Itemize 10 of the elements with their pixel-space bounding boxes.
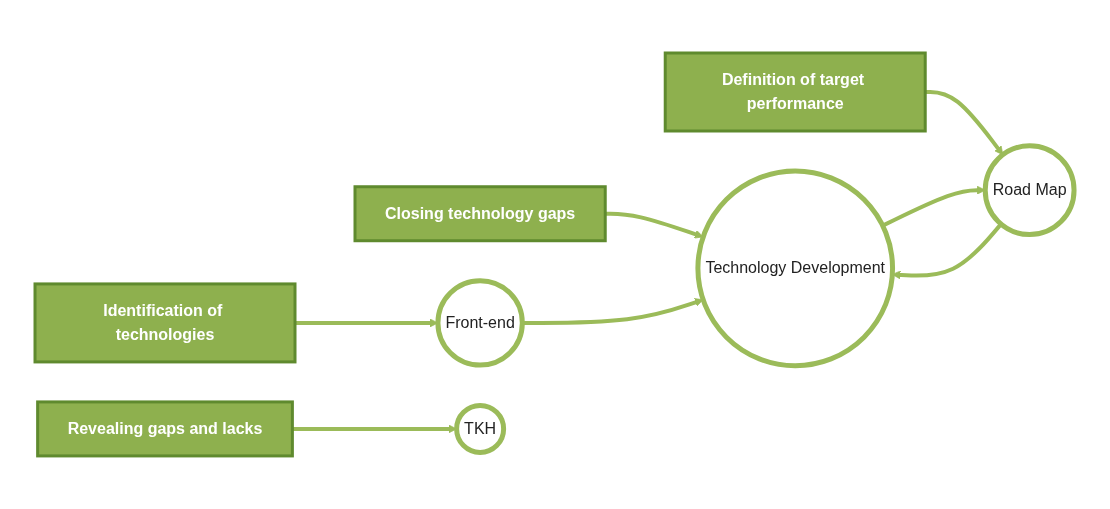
arrow (605, 211, 704, 239)
node-circle: TKH (454, 402, 507, 455)
node-circle: Technology Development (695, 168, 896, 369)
node-box: Closing technology gaps (353, 185, 608, 243)
node-box: Identification of technologies (34, 282, 297, 364)
arrow (925, 90, 1004, 156)
node-circle: Front-end (435, 278, 526, 368)
node-circle: Road Map (983, 143, 1077, 238)
node-box: Definition of target performance (664, 51, 928, 133)
node-box: Revealing gaps and lacks (36, 400, 295, 458)
